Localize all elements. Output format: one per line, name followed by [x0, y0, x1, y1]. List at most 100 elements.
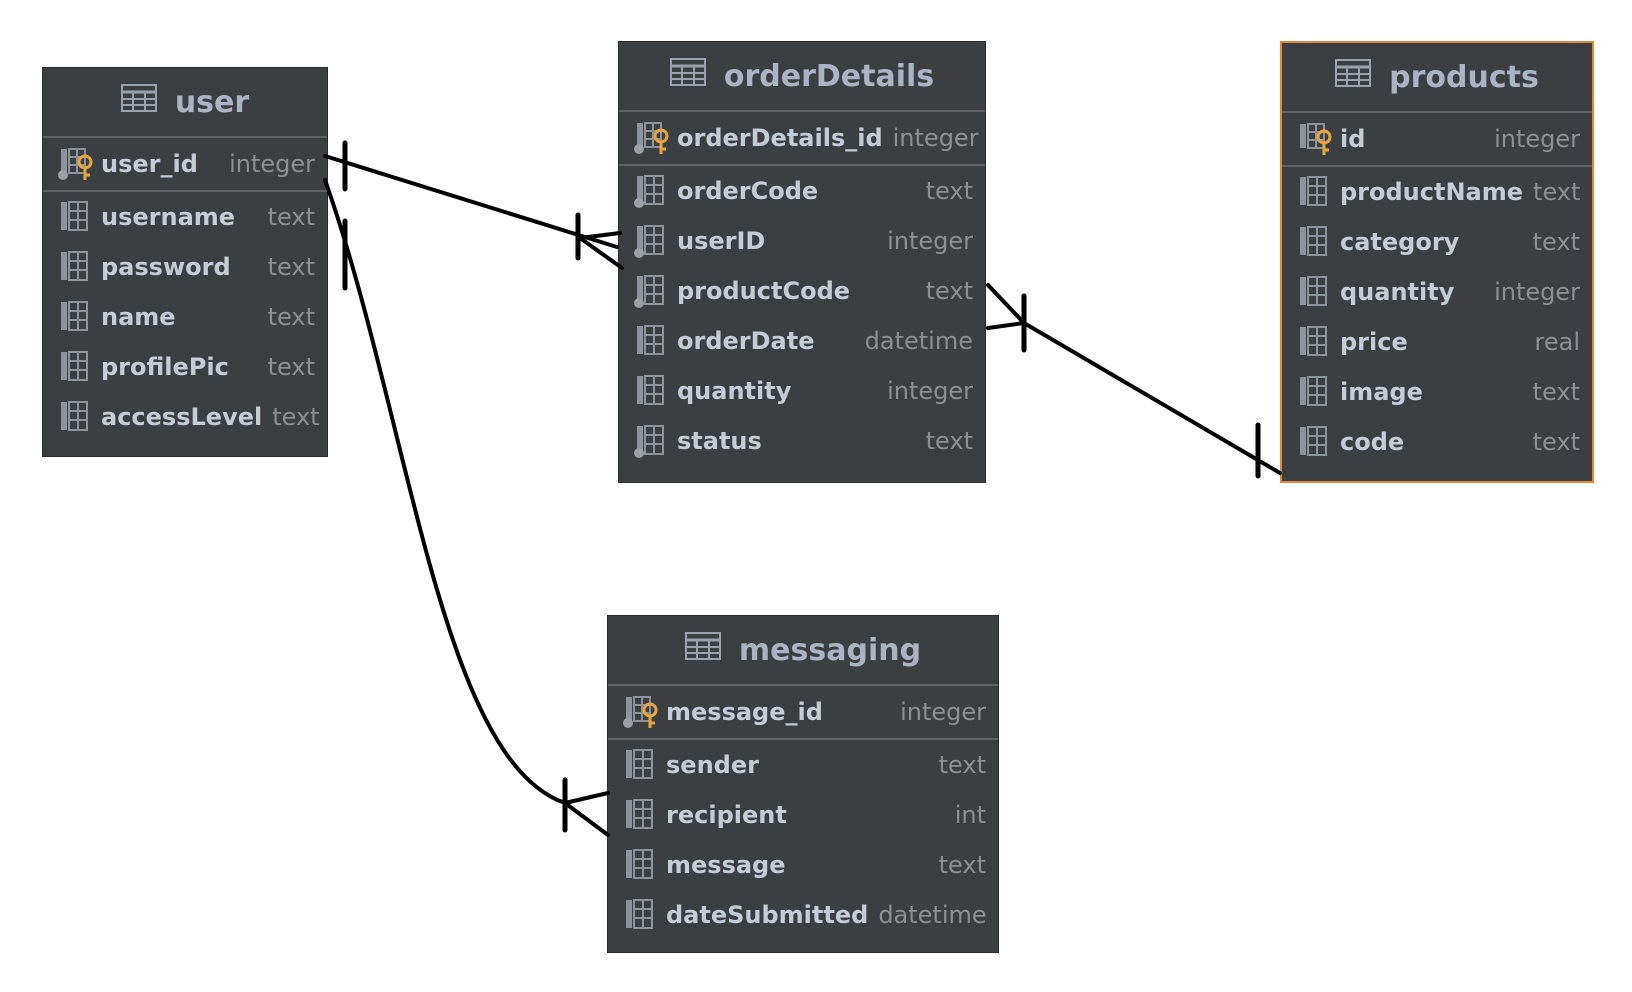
column-type: text [1533, 178, 1581, 206]
relationship-user-messaging[interactable] [323, 178, 610, 837]
column-row-pk[interactable]: id integer [1282, 113, 1592, 167]
column-icon [57, 299, 93, 335]
column-row[interactable]: message text [608, 840, 998, 890]
column-icon [1296, 424, 1332, 460]
column-type: int [954, 801, 986, 829]
column-row[interactable]: dateSubmitted datetime [608, 890, 998, 940]
column-row[interactable]: password text [43, 242, 327, 292]
column-name: quantity [677, 377, 792, 405]
column-row[interactable]: quantity integer [619, 366, 985, 416]
column-type: integer [900, 698, 986, 726]
column-icon [1296, 274, 1332, 310]
column-name: image [1340, 378, 1423, 406]
table-user[interactable]: user user_id integer username text passw… [42, 67, 328, 457]
column-name: orderDetails_id [677, 124, 883, 152]
column-icon [1296, 324, 1332, 360]
column-row[interactable]: username text [43, 192, 327, 242]
column-row[interactable]: sender text [608, 740, 998, 790]
column-row-pk[interactable]: orderDetails_id integer [619, 112, 985, 166]
column-name: dateSubmitted [666, 901, 869, 929]
column-name: quantity [1340, 278, 1455, 306]
foreign-key-column-icon [633, 423, 669, 459]
column-type: integer [887, 377, 973, 405]
table-icon [684, 632, 721, 668]
column-name: accessLevel [101, 403, 263, 431]
table-header[interactable]: messaging [608, 616, 998, 686]
column-name: message_id [666, 698, 823, 726]
column-name: price [1340, 328, 1408, 356]
table-orderdetails[interactable]: orderDetails orderDetails_id integer ord… [618, 41, 986, 483]
column-row-fk[interactable]: productCode text [619, 266, 985, 316]
column-type: text [938, 851, 986, 879]
table-icon [669, 58, 706, 94]
column-row[interactable]: image text [1282, 367, 1592, 417]
column-row[interactable]: recipient int [608, 790, 998, 840]
column-icon [57, 249, 93, 285]
column-icon [57, 199, 93, 235]
column-row-pk[interactable]: message_id integer [608, 686, 998, 740]
foreign-key-column-icon [633, 173, 669, 209]
column-name: userID [677, 227, 766, 255]
column-row-fk[interactable]: orderCode text [619, 166, 985, 216]
column-name: productCode [677, 277, 851, 305]
table-icon [120, 84, 157, 120]
foreign-key-column-icon [633, 273, 669, 309]
column-name: id [1340, 125, 1366, 153]
column-name: productName [1340, 178, 1524, 206]
primary-key-icon [1296, 121, 1332, 157]
column-icon [1296, 374, 1332, 410]
column-icon [633, 373, 669, 409]
relationship-products-orderdetails[interactable] [986, 283, 1282, 479]
table-messaging[interactable]: messaging message_id integer sender text… [607, 615, 999, 953]
table-header[interactable]: orderDetails [619, 42, 985, 112]
column-name: username [101, 203, 236, 231]
column-name: orderCode [677, 177, 819, 205]
relationship-user-orderdetails[interactable] [323, 140, 624, 270]
table-title: products [1389, 59, 1539, 95]
column-type: text [925, 177, 973, 205]
primary-key-icon [633, 120, 669, 156]
column-type: text [1532, 428, 1580, 456]
column-type: integer [1494, 278, 1580, 306]
column-row[interactable]: profilePic text [43, 342, 327, 392]
column-type: text [1532, 228, 1580, 256]
foreign-key-column-icon [633, 223, 669, 259]
column-name: orderDate [677, 327, 815, 355]
column-icon [633, 323, 669, 359]
table-title: orderDetails [723, 58, 935, 94]
column-type: text [925, 277, 973, 305]
primary-key-icon [57, 146, 93, 182]
column-row[interactable]: orderDate datetime [619, 316, 985, 366]
table-products[interactable]: products id integer productName text cat… [1280, 41, 1594, 483]
column-icon [622, 897, 658, 933]
table-icon [1335, 59, 1372, 95]
table-title: messaging [738, 632, 922, 668]
column-row-fk[interactable]: userID integer [619, 216, 985, 266]
column-type: integer [1494, 125, 1580, 153]
column-icon [1296, 224, 1332, 260]
column-type: integer [229, 150, 315, 178]
column-type: text [267, 303, 315, 331]
column-row[interactable]: name text [43, 292, 327, 342]
column-name: code [1340, 428, 1405, 456]
column-icon [57, 399, 93, 435]
column-row[interactable]: price real [1282, 317, 1592, 367]
column-row-fk[interactable]: status text [619, 416, 985, 466]
column-type: text [267, 353, 315, 381]
column-row-pk[interactable]: user_id integer [43, 138, 327, 192]
column-icon [622, 797, 658, 833]
column-row[interactable]: productName text [1282, 167, 1592, 217]
table-header[interactable]: products [1282, 43, 1592, 113]
column-icon [1296, 174, 1332, 210]
column-row[interactable]: code text [1282, 417, 1592, 467]
column-name: profilePic [101, 353, 229, 381]
column-name: name [101, 303, 176, 331]
column-row[interactable]: quantity integer [1282, 267, 1592, 317]
column-name: message [666, 851, 786, 879]
column-row[interactable]: accessLevel text [43, 392, 327, 442]
column-name: status [677, 427, 762, 455]
table-header[interactable]: user [43, 68, 327, 138]
column-type: datetime [864, 327, 973, 355]
column-row[interactable]: category text [1282, 217, 1592, 267]
column-icon [57, 349, 93, 385]
